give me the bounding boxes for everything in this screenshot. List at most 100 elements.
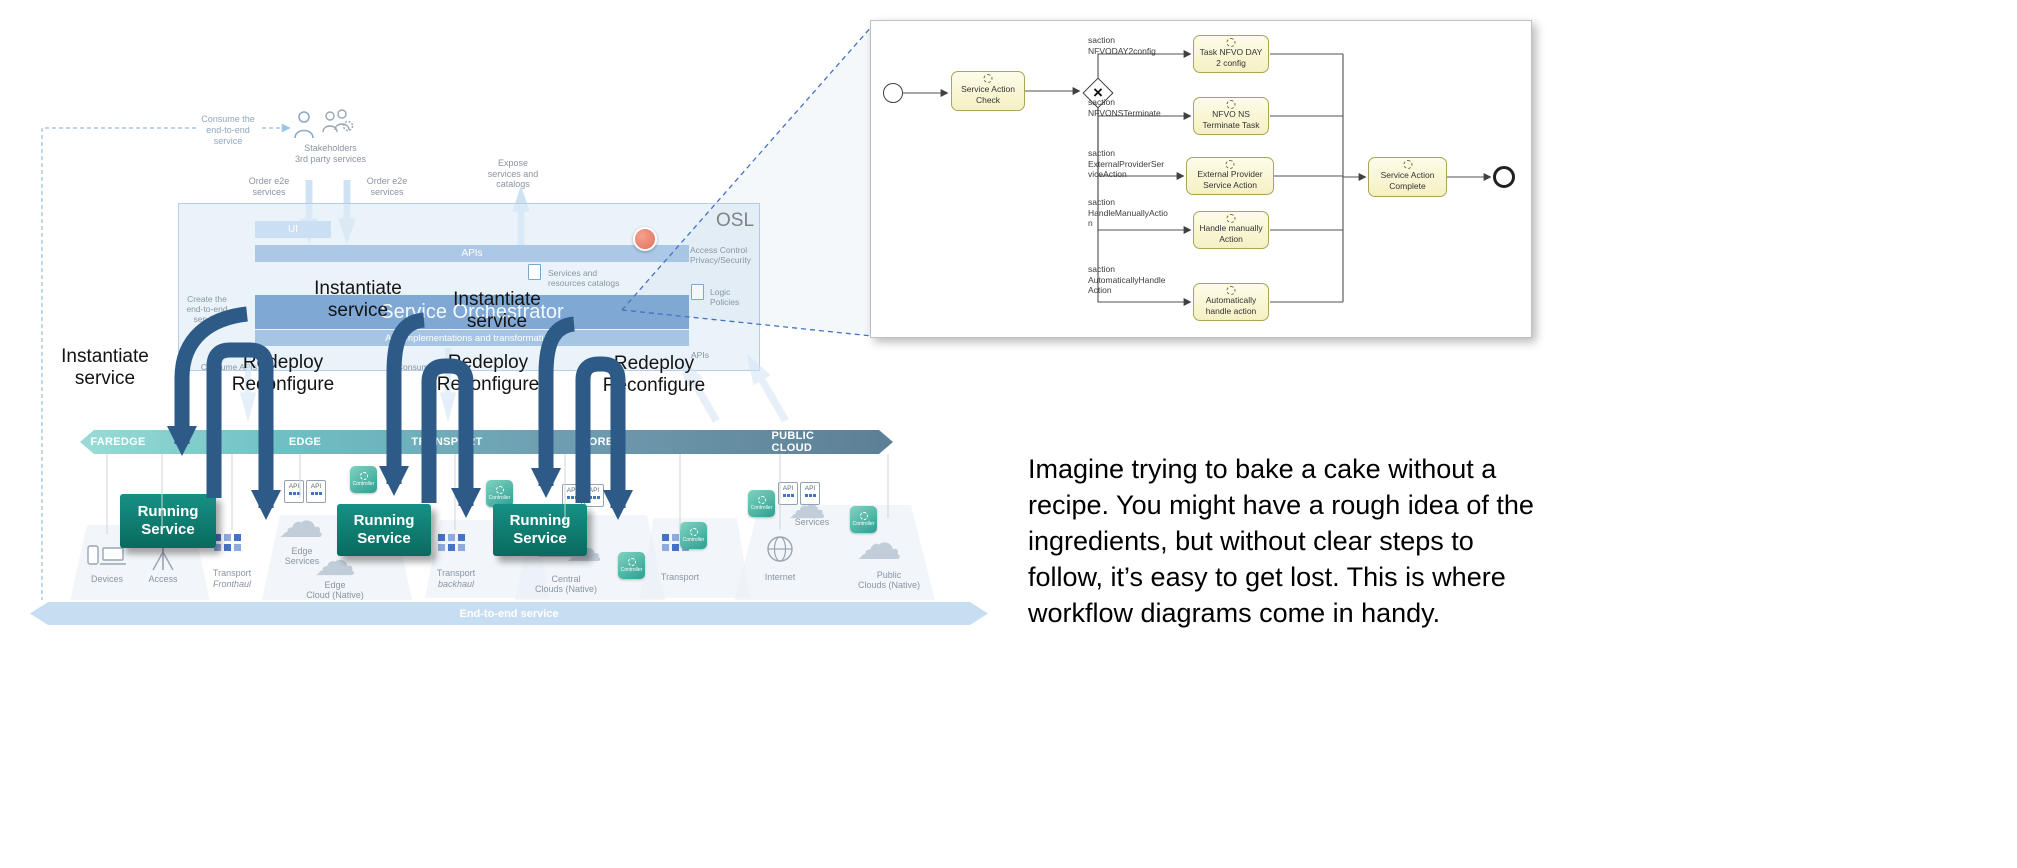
segment-transport: TRANSPORT [411, 436, 483, 448]
create-e2e-label: Create the end-to-end service [186, 294, 228, 325]
infra-label-transport: Transport [660, 572, 700, 582]
infra-label-transport-backhaul: Transport [436, 568, 476, 578]
workflow-panel: Service Action Check × saction NFVODAY2c… [870, 20, 1532, 338]
branch-label-manual: saction HandleManuallyActio n [1088, 197, 1168, 229]
branch-label-external: saction ExternalProviderSer viceAction [1088, 148, 1165, 180]
running-service-box: Running Service [337, 504, 431, 556]
task-label: External Provider Service Action [1197, 169, 1263, 190]
access-control-label: Access Control Privacy/Security [690, 245, 751, 266]
infra-sublabel-backhaul: backhaul [437, 579, 475, 589]
task-label: Task NFVO DAY 2 config [1199, 47, 1263, 68]
edge-services-cloud-icon: ☁ [278, 494, 324, 548]
api-icon: API [306, 480, 326, 503]
infra-label-devices: Devices [90, 574, 123, 584]
logic-policies-label: Logic Policies [710, 287, 740, 308]
apis-bar: APIs [255, 245, 689, 262]
consume-e2e-label: Consume the end-to-end service [201, 114, 255, 146]
apis-small-label: APIs [691, 350, 709, 360]
controller-tile-label: Controller [488, 495, 511, 501]
service-task-gear-icon [1226, 286, 1236, 295]
task-label: Service Action Complete [1380, 170, 1435, 191]
services-catalogs-label: Services and resources catalogs [548, 268, 620, 289]
controller-tile-label: Controller [682, 537, 705, 543]
service-task-gear-icon [1226, 214, 1236, 223]
api-tile-label: API [588, 487, 600, 494]
branch-label-terminate: saction NFVONSTerminate [1088, 97, 1161, 118]
service-task-gear-icon [1403, 160, 1412, 169]
branch-label-day2: saction NFVODAY2config [1088, 35, 1156, 56]
controller-icon: Controller [618, 552, 645, 579]
task-label: Handle manually Action [1199, 223, 1263, 244]
controller-icon: Controller [350, 466, 377, 493]
infra-label-edge-cloud: Edge Cloud (Native) [306, 580, 364, 601]
task-automatically-handle: Automatically handle action [1193, 283, 1269, 321]
controller-icon: Controller [486, 480, 513, 507]
redeploy-reconfigure-annotation: Redeploy Reconfigure [231, 352, 335, 396]
controller-icon: Controller [748, 490, 775, 517]
api-tile-pair: API API [778, 482, 820, 505]
task-service-action-complete: Service Action Complete [1368, 157, 1447, 197]
controller-tile-label: Controller [352, 481, 375, 487]
infra-label-access: Access [148, 574, 178, 584]
running-service-box: Running Service [493, 504, 587, 556]
instantiate-service-annotation: Instantiate service [61, 346, 149, 390]
expose-label: Expose services and catalogs [487, 158, 539, 190]
segment-core: CORE [580, 436, 614, 448]
api-tile-label: API [782, 485, 794, 492]
infra-label-edge-services: Edge Services [284, 546, 320, 567]
infra-sublabel-fronthaul: Fronthaul [212, 579, 252, 589]
task-handle-manually: Handle manually Action [1193, 211, 1269, 249]
api-tile-label: API [310, 483, 322, 490]
infra-label-central-clouds: Central Clouds (Native) [534, 574, 598, 595]
task-nfvo-day2-config: Task NFVO DAY 2 config [1193, 35, 1269, 73]
task-label: Automatically handle action [1205, 295, 1257, 316]
api-icon: API [778, 482, 798, 505]
ui-bar: UI [255, 221, 331, 238]
segment-faredge: FAREDGE [90, 436, 146, 448]
api-implementations-bar: API implementations and transformations [255, 330, 689, 346]
instantiate-service-annotation: Instantiate service [314, 278, 402, 322]
order-e2e-right-label: Order e2e services [366, 176, 408, 197]
service-task-gear-icon [1226, 100, 1236, 109]
task-external-provider: External Provider Service Action [1186, 157, 1274, 195]
task-service-action-check: Service Action Check [951, 71, 1025, 111]
service-task-gear-icon [1226, 38, 1236, 47]
exclusive-gateway-icon: × [1082, 77, 1114, 109]
camunda-badge-icon [633, 227, 657, 251]
infra-label-transport-fronthaul: Transport [212, 568, 252, 578]
order-e2e-left-label: Order e2e services [248, 176, 290, 197]
transport-nodes-icon [438, 534, 465, 551]
end-to-end-service-bar: End-to-end service [30, 602, 988, 625]
controller-tile-label: Controller [852, 521, 875, 527]
infra-label-services: Services [794, 517, 830, 527]
policies-doc-icon [691, 284, 704, 300]
redeploy-reconfigure-annotation: Redeploy Reconfigure [602, 353, 706, 397]
api-icon: API [800, 482, 820, 505]
person-icon [294, 111, 314, 139]
controller-tile-label: Controller [620, 567, 643, 573]
controller-tile-label: Controller [750, 505, 773, 511]
infra-label-public-clouds: Public Clouds (Native) [857, 570, 921, 591]
service-task-gear-icon [1225, 160, 1235, 169]
service-orchestrator-bar: Service Orchestrator [255, 295, 689, 329]
transport-nodes-icon [214, 534, 241, 551]
api-tile-label: API [566, 487, 578, 494]
api-tile-label: API [288, 483, 300, 490]
api-tile-pair: API API [284, 480, 326, 503]
stakeholders-label: Stakeholders 3rd party services [294, 143, 367, 164]
task-label: Service Action Check [961, 84, 1015, 105]
osl-title: OSL [716, 210, 755, 231]
running-service-box: Running Service [120, 494, 216, 548]
controller-icon: Controller [680, 522, 707, 549]
controller-icon: Controller [850, 506, 877, 533]
domain-segment-bar: FAREDGE EDGE TRANSPORT CORE PUBLIC CLOUD [80, 430, 893, 454]
service-task-gear-icon [983, 74, 993, 83]
internet-globe-icon [767, 536, 793, 562]
api-icon: API [584, 484, 604, 507]
third-party-services-icon [322, 109, 354, 133]
task-label: NFVO NS Terminate Task [1202, 109, 1260, 130]
start-event-icon [883, 83, 903, 103]
segment-edge: EDGE [288, 436, 322, 448]
infra-label-internet: Internet [764, 572, 796, 582]
